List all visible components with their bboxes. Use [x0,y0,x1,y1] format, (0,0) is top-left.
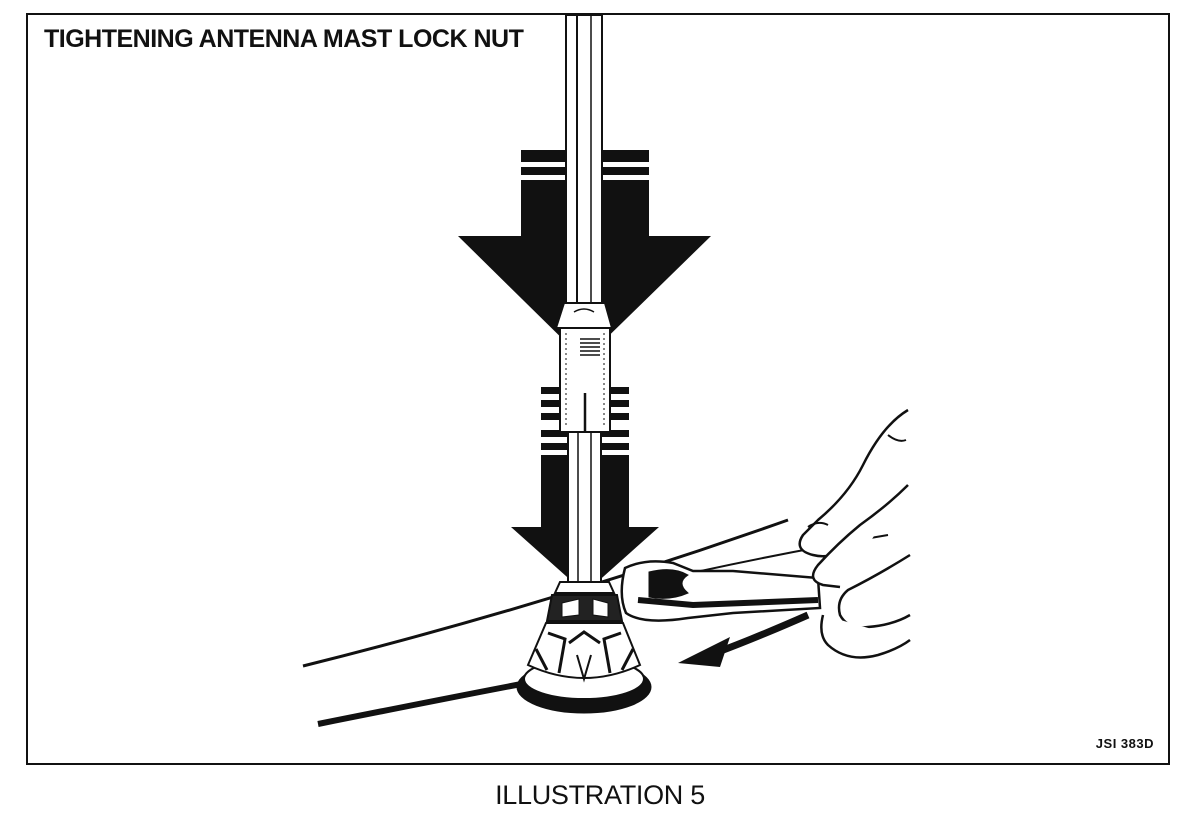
illustration-caption: ILLUSTRATION 5 [495,780,705,810]
figure-code: JSI 383D [1095,736,1154,751]
antenna-mast-lower [567,431,602,583]
lock-nut [545,581,624,622]
mast-coupling [554,302,614,433]
wrench [620,560,822,622]
antenna-base [516,622,652,714]
antenna-illustration [302,15,911,727]
hand [798,408,911,659]
figure-frame: TIGHTENING ANTENNA MAST LOCK NUT JSI 383… [26,13,1170,765]
rotation-arrow [678,611,810,667]
antenna-mast [565,15,603,306]
figure-title: TIGHTENING ANTENNA MAST LOCK NUT [44,25,524,53]
